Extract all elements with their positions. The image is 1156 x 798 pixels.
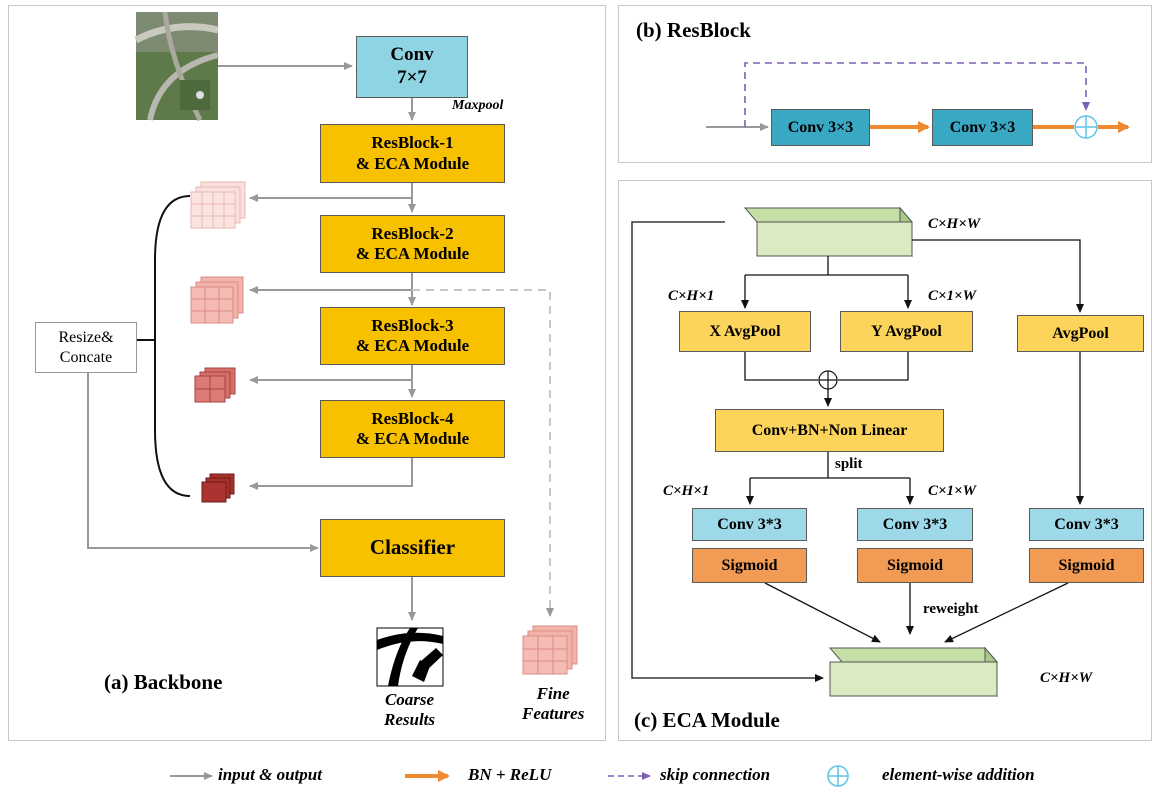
eca-dim-ypool: C×1×W (928, 288, 976, 304)
legend-bn-relu: BN + ReLU (468, 765, 552, 784)
resblock-conv2-box: Conv 3×3 (932, 109, 1033, 146)
sigmoid-a-box: Sigmoid (692, 548, 807, 583)
legend-plus-circle-icon (827, 765, 849, 787)
eca-dim-split-left: C×H×1 (663, 483, 710, 499)
resblock-title: (b) ResBlock (636, 18, 751, 42)
resblock-2-box: ResBlock-2 & ECA Module (320, 215, 505, 273)
coarse-result-image (376, 627, 444, 687)
eca-dim-top: C×H×W (928, 216, 981, 232)
eca-dim-xpool: C×H×1 (668, 288, 715, 304)
arrow-skip-connection (744, 62, 1090, 127)
reweight-label: reweight (923, 601, 979, 617)
eca-panel (618, 180, 1152, 741)
sigmoid-c-box: Sigmoid (1029, 548, 1144, 583)
classifier-box: Classifier (320, 519, 505, 577)
feature-map-4-icon (201, 473, 235, 503)
split-label: split (835, 456, 863, 472)
coarse-results-label: Coarse Results (384, 690, 436, 729)
eca-output-tensor (828, 646, 999, 698)
backbone-title: (a) Backbone (104, 670, 223, 694)
conv-b-box: Conv 3*3 (857, 508, 973, 541)
conv-bn-nonlinear-box: Conv+BN+Non Linear (715, 409, 944, 452)
legend-input-output: input & output (218, 765, 322, 784)
backbone-panel (8, 5, 606, 741)
arrow-fine-features (412, 289, 554, 617)
conv-c-box: Conv 3*3 (1029, 508, 1144, 541)
satellite-image (134, 11, 219, 122)
feature-map-1-icon (190, 181, 246, 229)
add-circle-icon (818, 370, 838, 390)
x-avgpool-box: X AvgPool (679, 311, 811, 352)
legend-skip-connection: skip connection (660, 765, 771, 784)
plus-circle-icon (1074, 115, 1098, 139)
arrow-eca-identity (631, 221, 824, 682)
arrow-sig-c-reweight (944, 582, 1069, 643)
resize-concate-box: Resize& Concate (35, 322, 137, 373)
feature-map-3-icon (194, 367, 236, 403)
resblock-4-box: ResBlock-4 & ECA Module (320, 400, 505, 458)
conv7x7-box: Conv 7×7 (356, 36, 468, 98)
eca-dim-split-right: C×1×W (928, 483, 976, 499)
legend-element-wise-addition: element-wise addition (882, 765, 1035, 784)
concat-bracket (154, 195, 191, 497)
arrow-sig-a-reweight (764, 582, 881, 643)
resblock-panel (618, 5, 1152, 163)
y-avgpool-box: Y AvgPool (840, 311, 973, 352)
resblock-3-box: ResBlock-3 & ECA Module (320, 307, 505, 365)
eca-input-tensor (743, 206, 914, 258)
avgpool-box: AvgPool (1017, 315, 1144, 352)
feature-map-2-icon (190, 276, 244, 324)
eca-title: (c) ECA Module (634, 708, 780, 732)
arrow-to-avgpool (912, 239, 1084, 313)
arrow-feature-4 (249, 458, 413, 490)
sigmoid-b-box: Sigmoid (857, 548, 973, 583)
fine-features-label: Fine Features (522, 684, 585, 723)
conv-a-box: Conv 3*3 (692, 508, 807, 541)
fine-features-icon (522, 625, 578, 675)
arrow-resize-to-classifier (87, 373, 319, 552)
eca-dim-bottom: C×H×W (1040, 670, 1093, 686)
resblock-conv1-box: Conv 3×3 (771, 109, 870, 146)
resblock-1-box: ResBlock-1 & ECA Module (320, 124, 505, 183)
maxpool-label: Maxpool (452, 98, 504, 113)
